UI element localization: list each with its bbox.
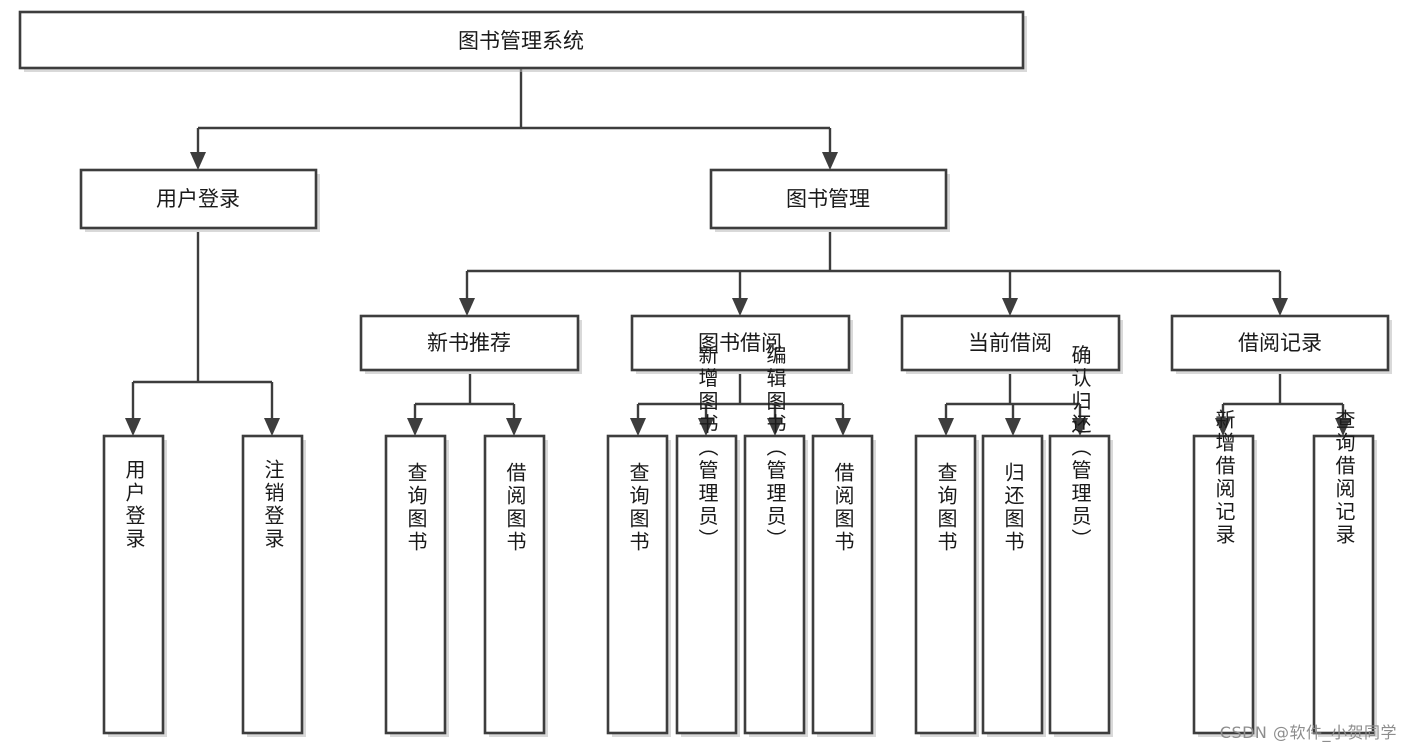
leaf-user-login-logout-label: 注销登录 [261, 459, 285, 551]
leaf-borrow-add-book[interactable]: 新增图书（管理员） [675, 344, 740, 737]
arrow-to-newbook [459, 298, 475, 316]
leaf-user-login-logout[interactable]: 注销登录 [241, 434, 306, 737]
node-borrow-record[interactable]: 借阅记录 [1170, 314, 1392, 374]
leaf-new-book-query[interactable]: 查询图书 [384, 434, 449, 737]
arrow-userlogin-leaf1 [125, 418, 141, 436]
leaf-borrow-add-book-box [675, 434, 738, 735]
leaf-current-return-label: 归还图书 [1001, 462, 1025, 554]
leaf-borrow-borrow-book-label: 借阅图书 [831, 462, 855, 554]
node-current-borrow[interactable]: 当前借阅 [900, 314, 1123, 374]
arrow-to-borrow [732, 298, 748, 316]
leaf-record-add[interactable]: 新增借阅记录 [1192, 409, 1257, 737]
leaf-borrow-edit-book-label: 编辑图书（管理员） [763, 344, 787, 551]
leaf-user-login-login-label: 用户登录 [122, 459, 146, 551]
leaf-current-confirm-return-box [1048, 434, 1111, 735]
node-book-management-box [709, 168, 948, 230]
leaf-record-query[interactable]: 查询借阅记录 [1312, 409, 1377, 737]
node-current-borrow-label: 当前借阅 [968, 331, 1052, 355]
arrow-current-leaf1 [938, 418, 954, 436]
connector-layer [125, 68, 1351, 436]
node-root-box [18, 10, 1025, 70]
arrow-borrow-leaf1 [630, 418, 646, 436]
arrow-borrow-leaf4 [835, 418, 851, 436]
leaf-new-book-query-box [384, 434, 447, 735]
leaf-record-query-label: 查询借阅记录 [1332, 409, 1356, 547]
arrow-newbook-leaf2 [506, 418, 522, 436]
node-current-borrow-box [900, 314, 1121, 372]
leaf-current-confirm-return[interactable]: 确认归还（管理员） [1048, 344, 1113, 737]
leaf-current-return[interactable]: 归还图书 [981, 434, 1046, 737]
leaf-borrow-add-book-label: 新增图书（管理员） [695, 344, 719, 551]
leaf-current-query-label: 查询图书 [934, 462, 958, 554]
arrow-record-leaf2 [1335, 418, 1351, 436]
leaf-user-login-login-box [102, 434, 165, 735]
node-root[interactable]: 图书管理系统 [18, 10, 1027, 72]
node-borrow-record-label: 借阅记录 [1238, 331, 1322, 355]
node-root-label: 图书管理系统 [458, 29, 584, 53]
node-book-borrow-box [630, 314, 851, 372]
node-book-management[interactable]: 图书管理 [709, 168, 950, 232]
csdn-watermark: CSDN @软件_小贺同学 [1219, 723, 1397, 742]
leaf-borrow-borrow-book-box [811, 434, 874, 735]
leaf-borrow-edit-book[interactable]: 编辑图书（管理员） [743, 344, 808, 737]
leaf-new-book-borrow-label: 借阅图书 [503, 462, 527, 554]
arrow-to-user-login [190, 152, 206, 170]
node-user-login[interactable]: 用户登录 [79, 168, 320, 232]
leaf-current-query-box [914, 434, 977, 735]
node-new-book-recommend-label: 新书推荐 [427, 331, 511, 355]
leaf-current-query[interactable]: 查询图书 [914, 434, 979, 737]
arrow-to-current [1002, 298, 1018, 316]
node-user-login-label: 用户登录 [156, 187, 240, 211]
leaf-borrow-query-label: 查询图书 [626, 462, 650, 554]
node-book-management-label: 图书管理 [786, 187, 870, 211]
arrow-to-book-mgmt [822, 152, 838, 170]
leaf-borrow-query-box [606, 434, 669, 735]
node-borrow-record-box [1170, 314, 1390, 372]
node-book-borrow-label: 图书借阅 [698, 331, 782, 355]
leaf-new-book-query-label: 查询图书 [404, 462, 428, 554]
node-user-login-box [79, 168, 318, 230]
leaf-new-book-borrow-box [483, 434, 546, 735]
leaf-borrow-query[interactable]: 查询图书 [606, 434, 671, 737]
leaf-current-confirm-return-label: 确认归还（管理员） [1068, 344, 1092, 551]
arrow-current-leaf2 [1005, 418, 1021, 436]
leaf-record-query-box [1312, 434, 1375, 735]
leaf-new-book-borrow[interactable]: 借阅图书 [483, 434, 548, 737]
arrow-record-leaf1 [1215, 418, 1231, 436]
leaf-user-login-logout-box [241, 434, 304, 735]
arrow-to-record [1272, 298, 1288, 316]
arrow-current-leaf3 [1072, 418, 1088, 436]
leaf-user-login-login[interactable]: 用户登录 [102, 434, 167, 737]
node-new-book-recommend[interactable]: 新书推荐 [359, 314, 582, 374]
leaf-current-return-box [981, 434, 1044, 735]
leaf-record-add-box [1192, 434, 1255, 735]
leaf-borrow-edit-book-box [743, 434, 806, 735]
leaf-record-add-label: 新增借阅记录 [1212, 409, 1236, 547]
arrow-borrow-leaf2 [698, 418, 714, 436]
node-book-borrow[interactable]: 图书借阅 [630, 314, 853, 374]
arrow-newbook-leaf1 [407, 418, 423, 436]
arrow-borrow-leaf3 [767, 418, 783, 436]
leaf-borrow-borrow-book[interactable]: 借阅图书 [811, 434, 876, 737]
node-new-book-recommend-box [359, 314, 580, 372]
arrow-userlogin-leaf2 [264, 418, 280, 436]
